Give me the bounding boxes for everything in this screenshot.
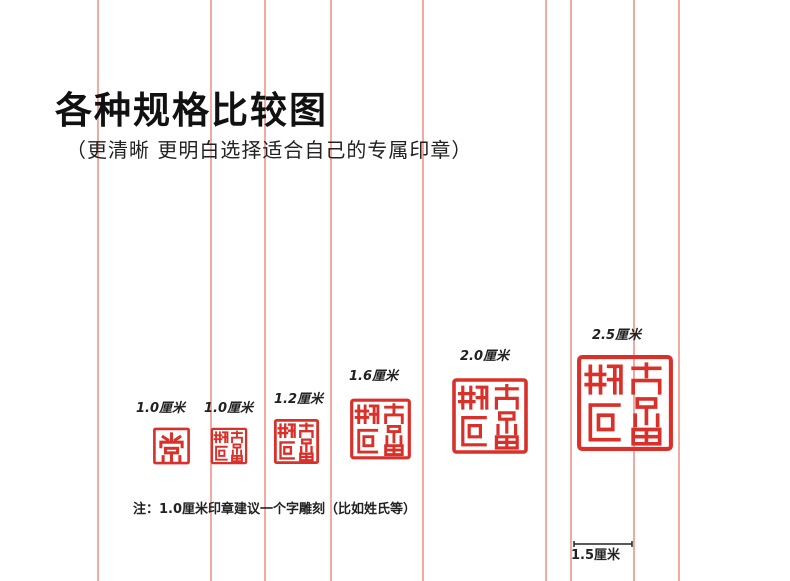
seal-image-1-0 bbox=[209, 427, 249, 465]
guide-line bbox=[545, 0, 547, 581]
guide-line bbox=[210, 0, 212, 581]
size-label: 1.2厘米 bbox=[274, 392, 324, 407]
seal-image-1-2 bbox=[273, 418, 320, 465]
seal-artwork bbox=[210, 427, 248, 465]
scale-bar bbox=[573, 533, 633, 547]
size-label: 1.0厘米 bbox=[204, 401, 254, 416]
seal-image-1-6 bbox=[348, 397, 413, 461]
scale-label: 1.5厘米 bbox=[571, 548, 621, 563]
guide-line bbox=[264, 0, 266, 581]
seal-artwork bbox=[273, 418, 320, 465]
guide-line bbox=[570, 0, 572, 581]
seal-image-2-0 bbox=[448, 376, 532, 456]
seal-image-1-0-single bbox=[152, 427, 191, 465]
seal-artwork bbox=[153, 427, 190, 465]
page-title: 各种规格比较图 bbox=[55, 89, 328, 132]
guide-line bbox=[422, 0, 424, 581]
size-label: 1.0厘米 bbox=[136, 401, 186, 416]
seal-image-2-5 bbox=[571, 352, 679, 454]
guide-line bbox=[678, 0, 680, 581]
seal-artwork bbox=[577, 355, 673, 451]
guide-line bbox=[330, 0, 332, 581]
size-label: 2.0厘米 bbox=[460, 349, 510, 364]
guide-line bbox=[97, 0, 99, 581]
page-subtitle: （更清晰 更明白选择适合自己的专属印章） bbox=[66, 138, 473, 162]
recommendation-note: 注：1.0厘米印章建议一个字雕刻（比如姓氏等） bbox=[133, 502, 417, 517]
size-label: 2.5厘米 bbox=[592, 328, 642, 343]
guide-line bbox=[633, 0, 635, 581]
size-label: 1.6厘米 bbox=[349, 369, 399, 384]
seal-artwork bbox=[452, 378, 528, 454]
seal-artwork bbox=[350, 398, 411, 460]
